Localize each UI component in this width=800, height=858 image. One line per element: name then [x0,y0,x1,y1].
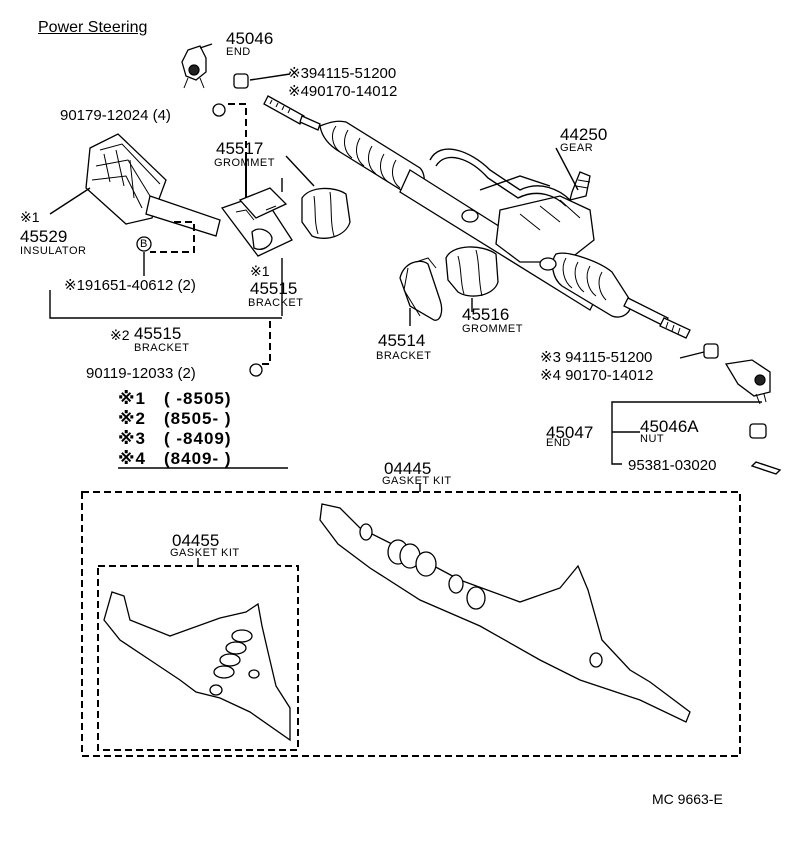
note-3-text: ( -8409) [164,429,232,448]
nut-top [233,73,291,89]
tie-rod-end-bottom [724,359,771,405]
part-44250-number: 44250 [560,125,608,144]
part-45514-desc: BRACKET [376,350,432,362]
note-1-text: ( -8505) [164,389,232,408]
part-45516-desc: GROMMET [462,323,523,335]
part-45516-number: 45516 [462,305,510,324]
bracket-right-cluster [220,156,293,316]
gasket-kit-04455-number: 04455 [172,531,220,550]
part-45047-desc: END [546,437,571,449]
bolt-90179 [212,103,247,230]
rack-end-thread-top [263,95,321,131]
part-90170-top: ※490170-14012 [288,83,398,100]
cotter-pin [750,461,782,475]
part-45046A-desc: NUT [640,433,665,445]
insulator [49,133,167,225]
part-45517-desc: GROMMET [214,157,275,169]
tie-rod-end-top [181,43,213,89]
nut-bottom [679,343,719,359]
part-45515-top-number: 45515 [250,279,298,298]
gasket-housing-large [319,503,691,723]
end-leader [611,401,762,465]
part-45517-number: 45517 [216,139,264,158]
part-45529-desc: INSULATOR [20,245,87,257]
note-3-mark: ※3 [118,429,146,448]
part-45529-number: 45529 [20,227,68,246]
diagram-reference: MC 9663-E [652,791,723,807]
bolt-90119 [249,320,271,377]
part-45046-number: 45046 [226,29,274,48]
gasket-housing-small [103,591,291,742]
note-2-text: (8505- ) [164,409,232,428]
part-45515-top-mark: ※1 [250,263,270,279]
steering-gear-housing [319,120,691,339]
note-4-text: (8409- ) [164,449,232,468]
note-2-mark: ※2 [118,409,146,428]
gasket-kit-04445-desc: GASKET KIT [382,475,452,487]
part-94115-top: ※394115-51200 [288,65,397,82]
part-45046-desc: END [226,46,251,58]
part-45515-bottom-number: 45515 [134,324,182,343]
part-91651: ※191651-40612 (2) [64,277,196,294]
bracket-45514 [399,257,443,326]
part-45514-number: 45514 [378,331,426,350]
part-90170-bottom: ※4 90170-14012 [540,367,654,384]
part-90179: 90179-12024 (4) [60,107,171,124]
part-45047-number: 45047 [546,423,594,442]
part-44250-desc: GEAR [560,142,594,154]
note-4-mark: ※4 [118,449,146,468]
grommet-45516 [445,246,499,312]
bracket-leader [49,290,282,319]
part-45529-mark: ※1 [20,209,40,225]
part-45515-bottom-desc: BRACKET [134,342,190,354]
gasket-kit-04445-box [81,491,741,757]
part-90119: 90119-12033 (2) [86,365,196,382]
part-94115-bottom: ※3 94115-51200 [540,349,653,366]
part-45515-bottom-mark: ※2 [110,327,130,343]
gasket-kit-04445-number: 04445 [384,459,432,478]
part-45515-top-desc: BRACKET [248,297,304,309]
page-title: Power Steering [38,19,148,36]
grommet-45517 [285,155,351,239]
note-1-mark: ※1 [118,389,146,408]
bracket-left [136,195,221,253]
nut-45046A [749,423,767,439]
part-95381: 95381-03020 [628,457,717,474]
gasket-kit-04455-desc: GASKET KIT [170,547,240,559]
part-45046A-number: 45046A [640,417,699,436]
bolt-b-label: B [140,238,148,250]
